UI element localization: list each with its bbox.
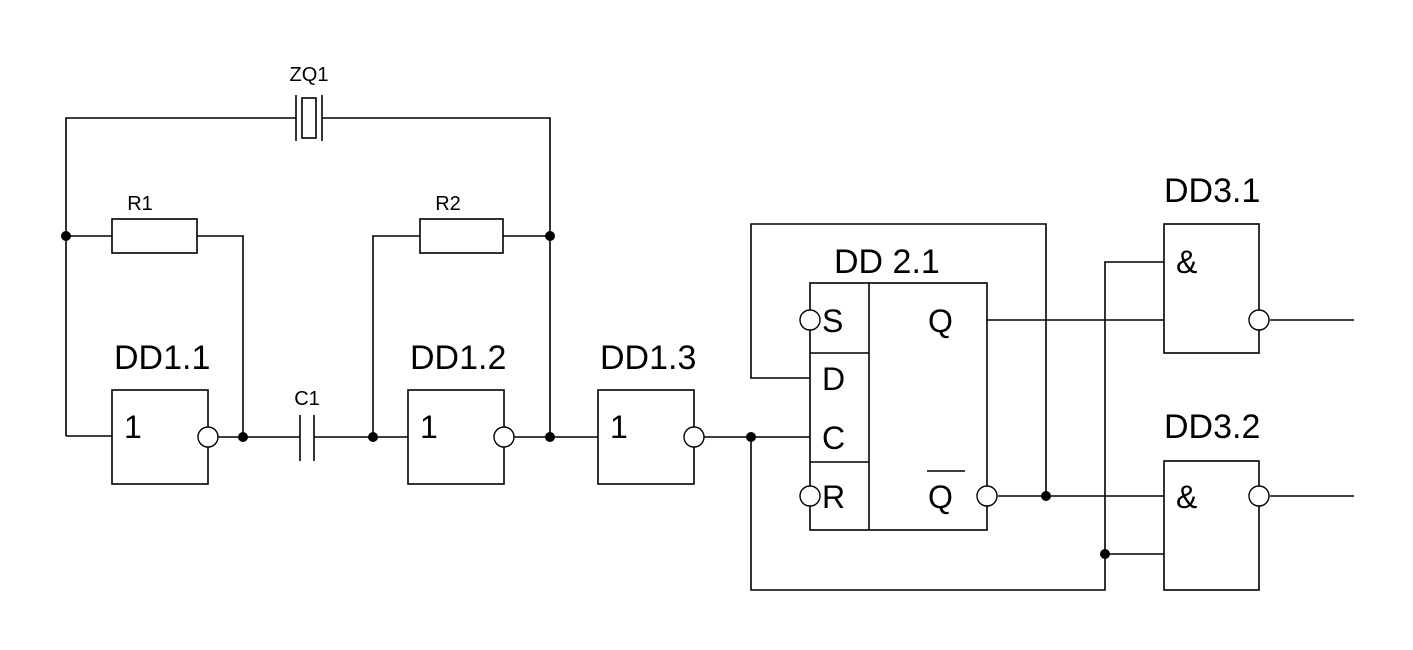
gate-symbol: 1 [420,409,438,445]
qbar-inversion-bubble [976,485,998,507]
flipflop-dd2-1: S D C R Q Q DD 2.1 [799,243,998,531]
inverter-dd1-3: 1 DD1.3 [597,339,705,485]
resistor-body [111,218,198,254]
gate-label: DD1.2 [410,339,506,377]
junction-dot [368,432,378,442]
inversion-bubble [1248,485,1270,507]
wires [65,117,1354,591]
pin-qbar-label: Q [928,479,953,515]
gate-body [597,389,695,485]
wire-clock-bus [750,261,1164,591]
capacitor-c1: C1 [294,388,320,461]
pin-r-label: R [822,479,845,515]
crystal-zq1: ZQ1 [290,64,329,141]
crystal-label: ZQ1 [290,64,329,86]
junction-dot [545,432,555,442]
wire-crystal-right [322,117,551,436]
gate-body [1163,223,1260,354]
gate-label: DD3.1 [1164,172,1260,210]
inversion-bubble [493,426,515,448]
junction-dot [1041,491,1051,501]
gate-body [407,389,505,485]
gate-symbol: 1 [124,409,142,445]
junction-dot [746,432,756,442]
junction-dot [545,231,555,241]
resistor-body [419,218,504,254]
s-inversion-bubble [799,309,821,331]
gate-label: DD1.3 [600,339,696,377]
wire-r1-right [197,235,244,437]
flipflop-label: DD 2.1 [834,243,940,281]
gate-symbol: & [1176,244,1197,280]
gate-label: DD3.2 [1164,408,1260,446]
junction-dot [1100,549,1110,559]
junctions [61,231,1110,559]
resistor-label: R1 [127,193,153,215]
inversion-bubble [1248,309,1270,331]
inversion-bubble [197,426,219,448]
pin-c-label: C [822,420,845,456]
gate-body [111,389,209,485]
crystal-body [301,97,317,139]
pin-d-label: D [822,361,845,397]
r-inversion-bubble [799,485,821,507]
pin-s-label: S [822,303,843,339]
gate-body [1163,460,1260,591]
inversion-bubble [683,426,705,448]
wire-d-feedback [750,223,1047,496]
inverter-dd1-1: 1 DD1.1 [111,339,219,485]
gate-symbol: 1 [610,409,628,445]
flipflop-body [809,282,988,531]
resistor-r2: R2 [419,193,504,254]
and-gate-dd3-2: & DD3.2 [1163,408,1270,591]
and-gate-dd3-1: & DD3.1 [1163,172,1270,354]
junction-dot [61,231,71,241]
gate-symbol: & [1176,479,1197,515]
resistor-r1: R1 [111,193,198,254]
inverter-dd1-2: 1 DD1.2 [407,339,515,485]
gate-label: DD1.1 [114,339,210,377]
junction-dot [238,432,248,442]
wire-crystal-left [65,117,296,436]
resistor-label: R2 [435,193,461,215]
wire-r2-left [372,235,420,437]
pin-q-label: Q [928,303,953,339]
capacitor-label: C1 [294,388,320,410]
